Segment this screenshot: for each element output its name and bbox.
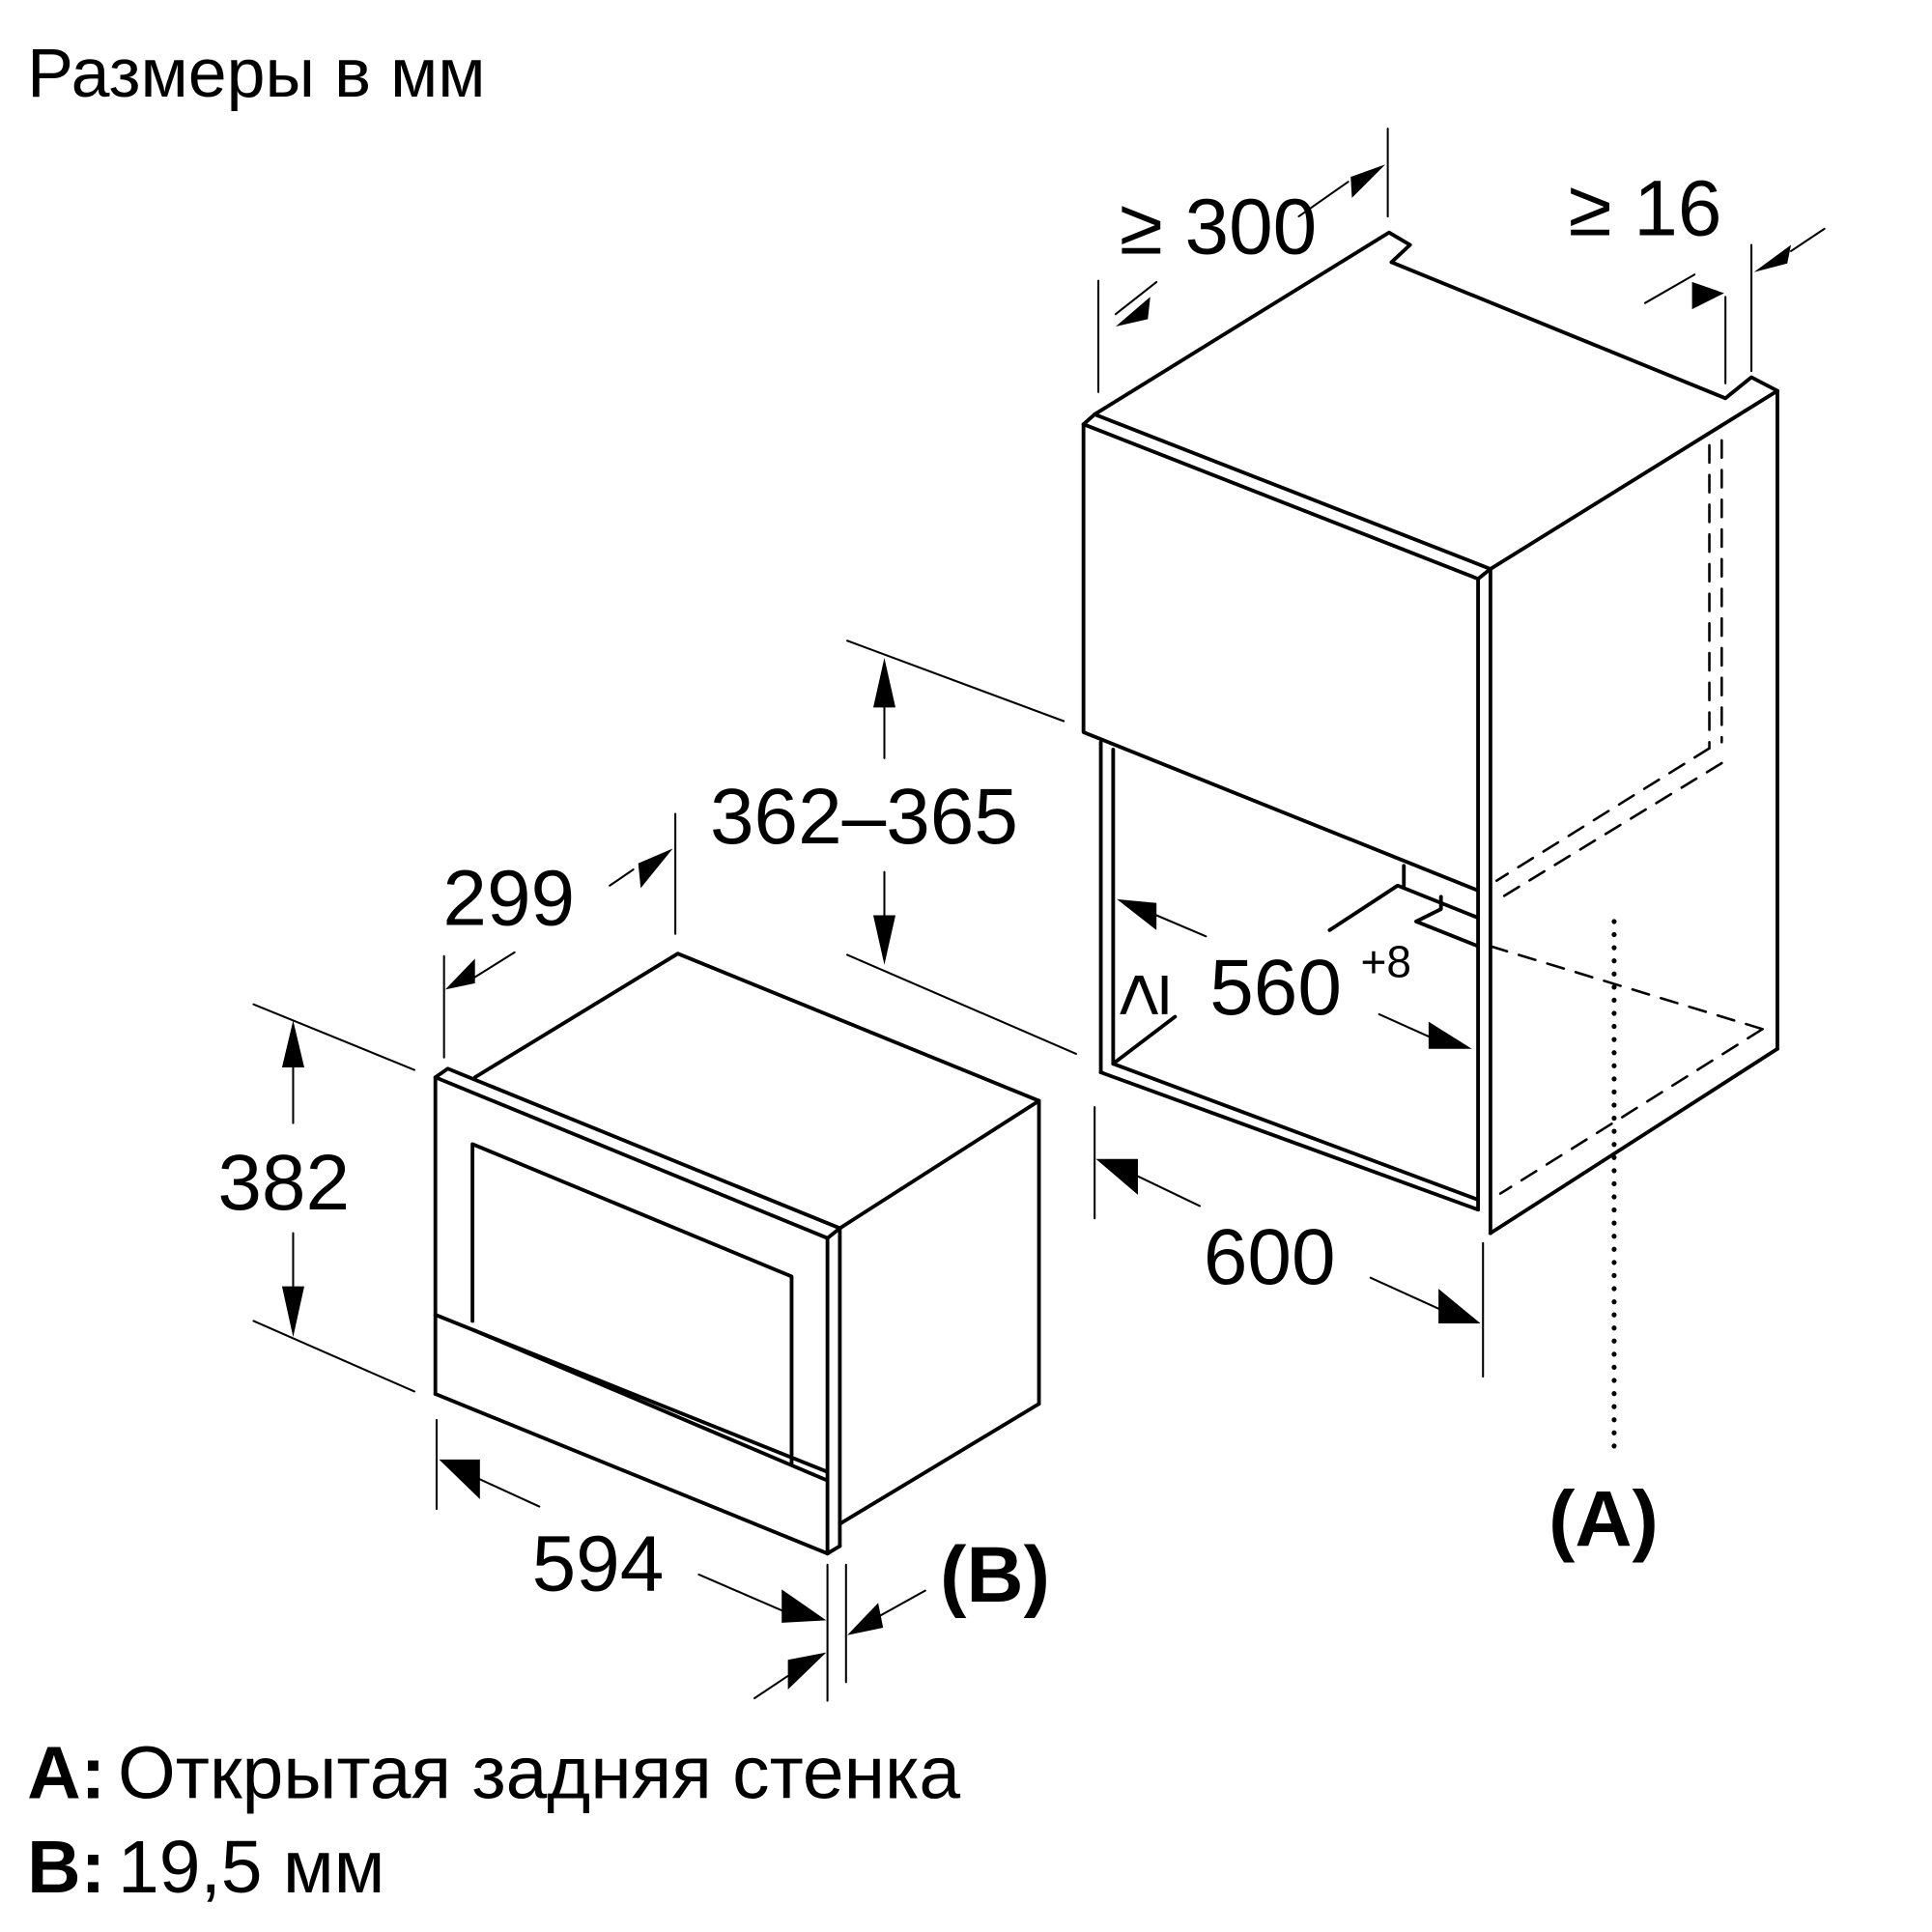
dimension-appliance-height: 382 [217, 1003, 415, 1393]
page-title: Размеры в мм [27, 35, 485, 112]
dimension-appliance-width: 594 [435, 1418, 847, 1702]
dimension-top-depth: ≥ 300 [1096, 128, 1389, 393]
dim-inner-width-tolerance: +8 [1360, 937, 1411, 987]
callout-a: (A) [1548, 919, 1659, 1564]
appliance-drawing [433, 952, 1041, 1556]
dim-rear-gap: ≥ 16 [1569, 164, 1722, 252]
dimension-cabinet-width: 600 [1094, 1105, 1485, 1378]
dim-opening-height: 362–365 [710, 773, 1018, 861]
dimension-inner-width: ≥ 560 +8 [1097, 898, 1472, 1049]
dimension-opening-height: 362–365 [710, 639, 1077, 1055]
niche-cabinet-drawing [1081, 230, 1779, 1236]
callout-b: (B) [753, 1531, 1050, 1700]
legend-item-a: A:Открытая задняя стенка [27, 1732, 960, 1815]
dimension-rear-gap: ≥ 16 [1569, 164, 1826, 384]
callout-a-label: (A) [1548, 1476, 1659, 1564]
dim-appliance-height: 382 [217, 1139, 350, 1227]
legend-item-b: B:19,5 мм [27, 1826, 384, 1909]
dim-inner-width-gte: ≥ [1097, 974, 1185, 1017]
legend: A:Открытая задняя стенка B:19,5 мм [27, 1732, 960, 1909]
callout-b-label: (B) [940, 1531, 1050, 1619]
dim-appliance-depth: 299 [442, 855, 575, 943]
dim-inner-width-value: 560 [1209, 944, 1342, 1032]
dim-top-depth: ≥ 300 [1120, 183, 1317, 270]
dim-appliance-width: 594 [532, 1520, 665, 1608]
dim-cabinet-width: 600 [1204, 1213, 1336, 1301]
dimension-appliance-depth: 299 [442, 812, 677, 1059]
